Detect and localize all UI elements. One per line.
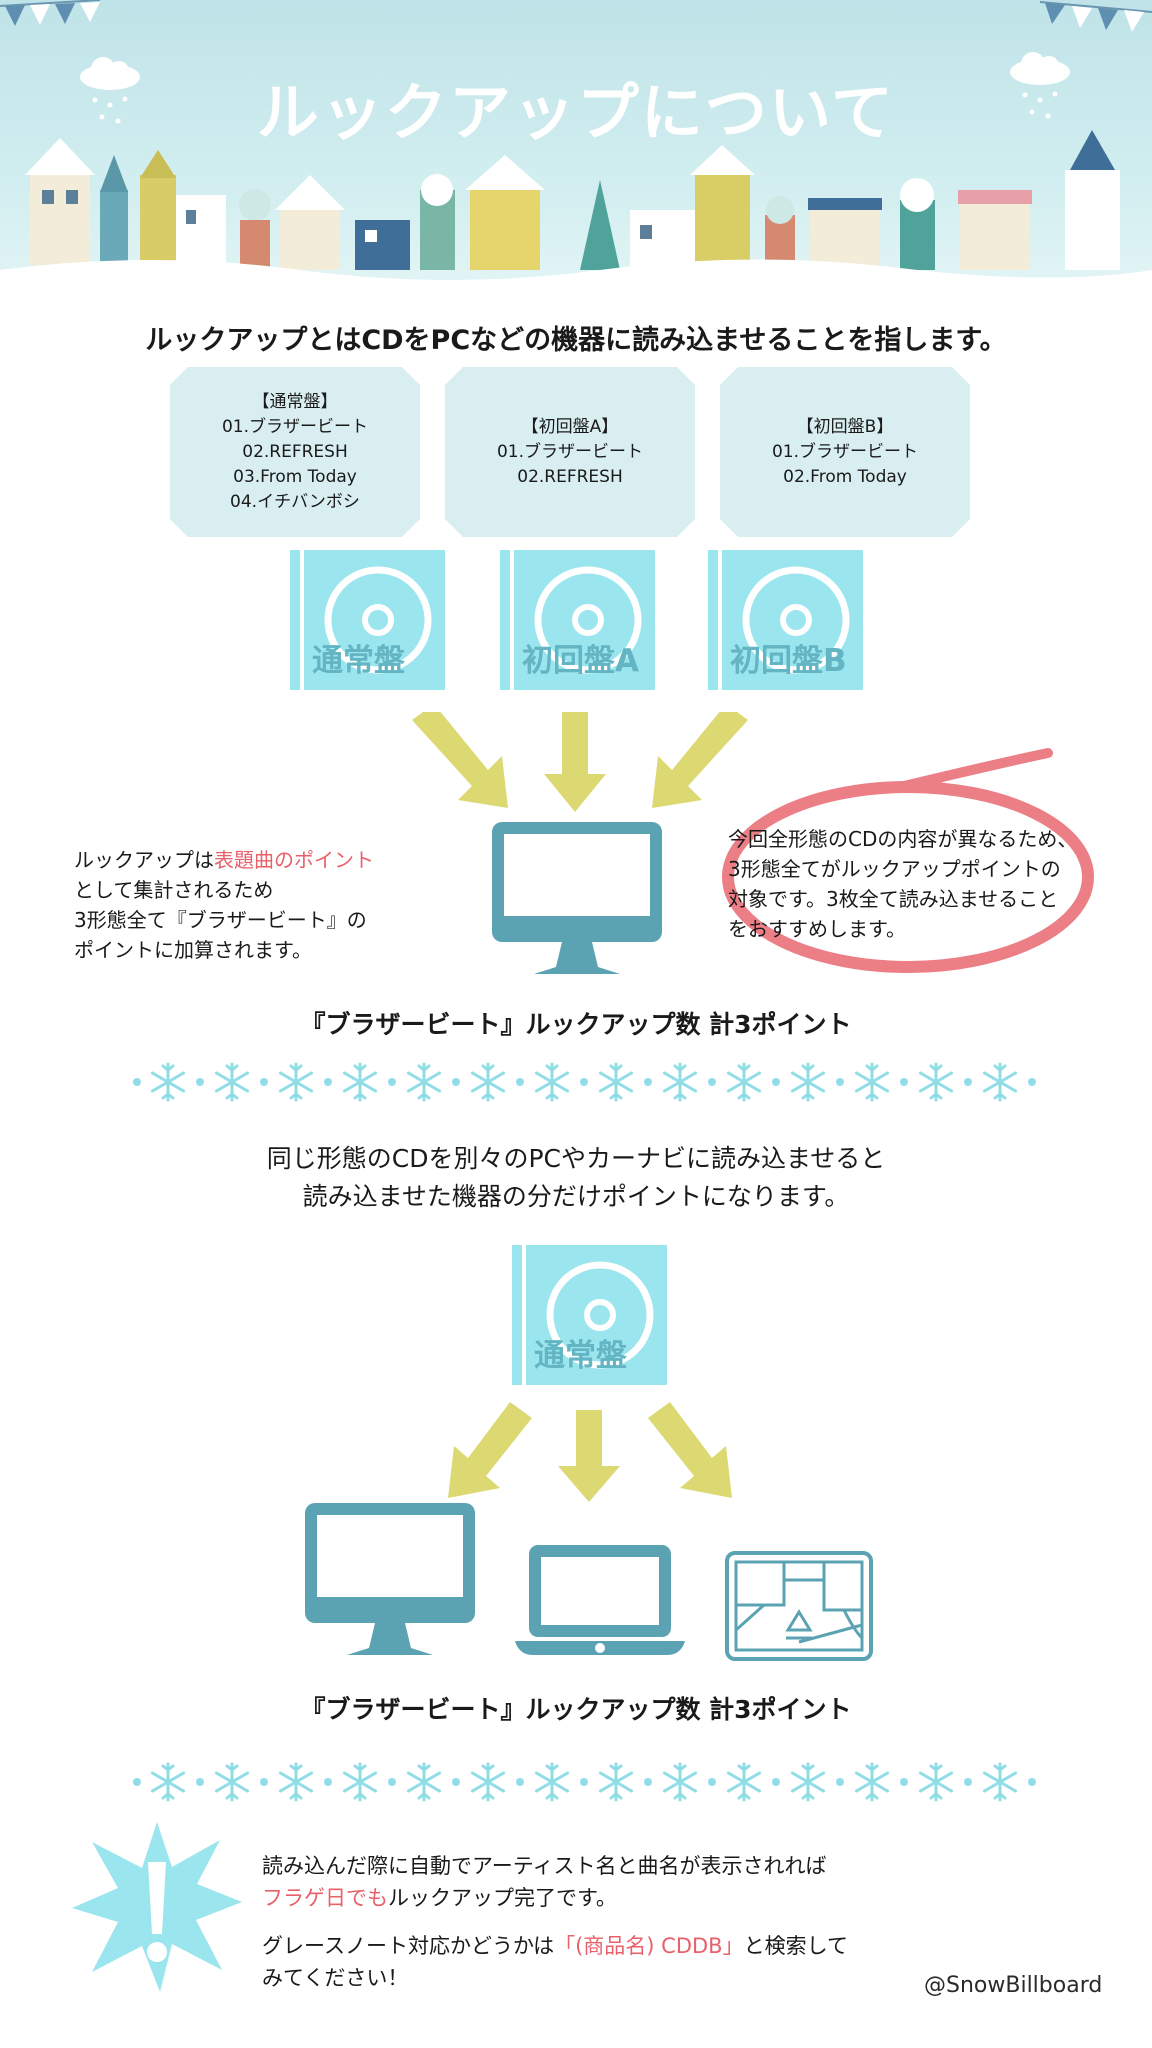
snow-cloud-icon	[80, 57, 140, 124]
note-line: と検索して	[743, 1934, 848, 1958]
red-circle-highlight	[722, 748, 1094, 973]
cd-label: 初回盤A	[522, 643, 639, 679]
cd-limited-a: 初回盤A	[500, 550, 655, 690]
edition-card-limited-a: 【初回盤A】 01.ブラザービート 02.REFRESH	[445, 367, 695, 537]
arrows-converge-icon	[412, 712, 748, 812]
note-text: として集計されるため	[74, 878, 274, 902]
multi-device-explanation: 同じ形態のCDを別々のPCやカーナビに読み込ませると 読み込ませた機器の分だけポ…	[0, 1140, 1152, 1216]
lookup-note-right: 今回全形態のCDの内容が異なるため、3形態全てがルックアップポイントの対象です。…	[728, 827, 1078, 941]
cddb-search-highlight: 「(商品名) CDDB」	[554, 1934, 744, 1958]
note-line: ルックアップ完了です。	[388, 1886, 617, 1910]
cd-regular: 通常盤	[290, 550, 445, 690]
laptop-icon	[515, 1545, 685, 1655]
lookup-definition-text: ルックアップとはCDをPCなどの機器に読み込ませることを指します。	[145, 325, 1007, 356]
track-item: 02.REFRESH	[517, 466, 623, 487]
edition-name: 【通常盤】	[252, 391, 338, 412]
desktop-monitor-icon	[492, 822, 662, 974]
note-line: 読み込んだ際に自動でアーティスト名と曲名が表示されれば	[262, 1854, 827, 1878]
snowy-town-illustration	[0, 130, 1152, 310]
track-item: 02.REFRESH	[242, 441, 348, 462]
desktop-monitor-icon	[305, 1503, 475, 1655]
edition-card-limited-b: 【初回盤B】 01.ブラザービート 02.From Today	[720, 367, 970, 537]
page-title: ルックアップについて	[256, 76, 896, 149]
lookup-note-left: ルックアップは表題曲のポイント として集計されるため 3形態全て『ブラザービート…	[74, 845, 454, 965]
note-text: ルックアップは	[74, 848, 214, 872]
note-text: ポイントに加算されます。	[74, 938, 312, 962]
cd-regular-single: 通常盤	[512, 1245, 667, 1385]
note-line: グレースノート対応かどうかは	[262, 1934, 555, 1958]
author-credit: @SnowBillboard	[924, 1973, 1103, 1998]
track-item: 02.From Today	[783, 466, 907, 487]
track-item: 04.イチバンボシ	[230, 491, 360, 512]
cd-label: 通常盤	[534, 1338, 627, 1374]
car-navigation-icon	[725, 1551, 873, 1661]
track-item: 01.ブラザービート	[221, 416, 369, 437]
cd-limited-b: 初回盤B	[708, 550, 863, 690]
snow-cloud-icon	[1010, 52, 1070, 119]
header-banner: ルックアップについて	[0, 0, 1152, 310]
cd-case-icon	[290, 550, 445, 690]
note-text: 3形態全て『ブラザービート』の	[74, 908, 367, 932]
cd-label: 初回盤B	[730, 643, 847, 679]
cd-case-icon	[708, 550, 863, 690]
arrows-diverge-icon	[448, 1402, 732, 1502]
auto-display-note: 読み込んだ際に自動でアーティスト名と曲名が表示されれば フラゲ日でもルックアップ…	[262, 1850, 962, 1914]
edition-card-regular: 【通常盤】 01.ブラザービート 02.REFRESH 03.From Toda…	[170, 367, 420, 537]
release-day-highlight: フラゲ日でも	[262, 1886, 388, 1910]
lookup-total-2: 『ブラザービート』ルックアップ数 計3ポイント	[300, 1695, 852, 1724]
note-line: みてください！	[262, 1966, 409, 1990]
track-item: 01.ブラザービート	[771, 441, 919, 462]
explain-line: 読み込ませた機器の分だけポイントになります。	[302, 1182, 850, 1211]
edition-name: 【初回盤A】	[521, 416, 619, 437]
track-item: 01.ブラザービート	[496, 441, 644, 462]
title-song-point-highlight: 表題曲のポイント	[214, 848, 374, 872]
cd-label: 通常盤	[312, 643, 405, 679]
bunting-decoration	[0, 0, 1152, 32]
lookup-total-1: 『ブラザービート』ルックアップ数 計3ポイント	[300, 1010, 852, 1039]
track-item: 03.From Today	[233, 466, 357, 487]
snowflake-divider	[133, 1062, 1036, 1102]
exclamation-burst-icon	[72, 1822, 242, 1992]
gracenote-note: グレースノート対応かどうかは「(商品名) CDDB」と検索して みてください！	[262, 1930, 962, 1994]
explain-line: 同じ形態のCDを別々のPCやカーナビに読み込ませると	[266, 1144, 886, 1173]
cd-case-icon	[512, 1245, 667, 1385]
snowflake-divider	[133, 1762, 1036, 1802]
edition-name: 【初回盤B】	[796, 416, 894, 437]
cd-case-icon	[500, 550, 655, 690]
